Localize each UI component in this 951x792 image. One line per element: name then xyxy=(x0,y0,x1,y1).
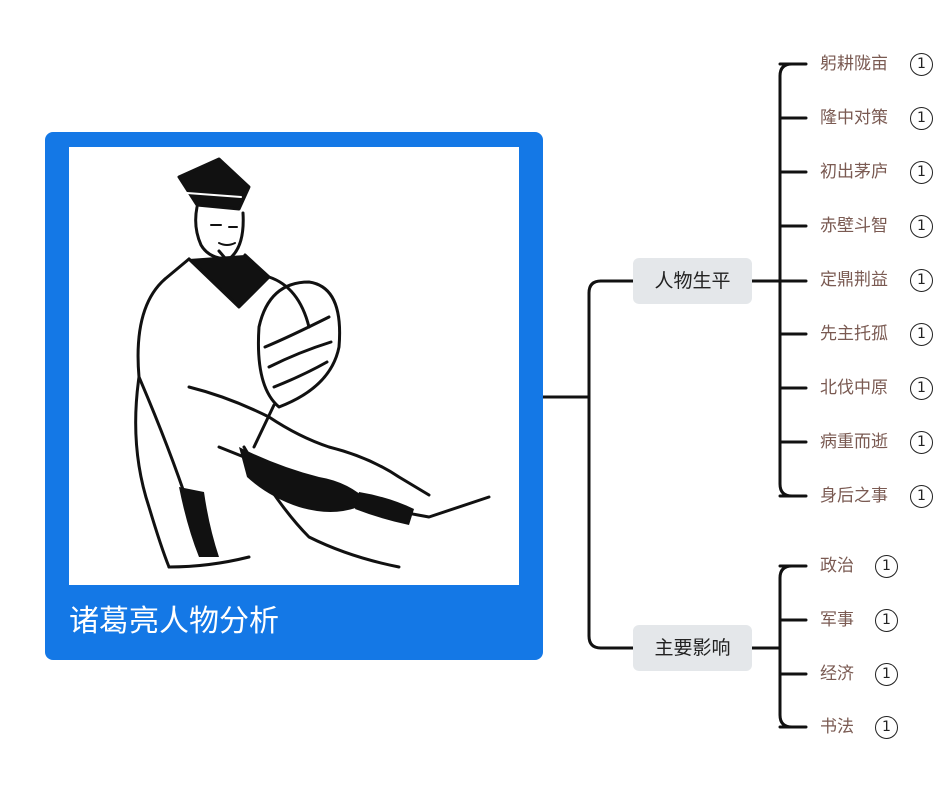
root-title: 诸葛亮人物分析 xyxy=(69,604,279,639)
connector-root-branches xyxy=(587,279,603,650)
count-badge[interactable]: 1 xyxy=(910,53,933,76)
connector-branch-2-spine xyxy=(778,564,794,729)
count-badge[interactable]: 1 xyxy=(875,609,898,632)
count-badge[interactable]: 1 xyxy=(910,323,933,346)
branch-label: 主要影响 xyxy=(654,637,731,659)
branch-label: 人物生平 xyxy=(654,270,731,292)
count-badge[interactable]: 1 xyxy=(910,161,933,184)
count-badge[interactable]: 1 xyxy=(910,107,933,130)
leaf-node[interactable]: 北伐中原 xyxy=(820,378,888,398)
count-badge[interactable]: 1 xyxy=(875,555,898,578)
branch-node-biography[interactable]: 人物生平 xyxy=(633,258,752,304)
leaf-node[interactable]: 躬耕陇亩 xyxy=(820,54,888,74)
leaf-node[interactable]: 政治 xyxy=(820,556,854,576)
portrait-image xyxy=(69,147,519,585)
leaf-node[interactable]: 身后之事 xyxy=(820,486,888,506)
count-badge[interactable]: 1 xyxy=(910,377,933,400)
leaf-node[interactable]: 初出茅庐 xyxy=(820,162,888,182)
count-badge[interactable]: 1 xyxy=(910,269,933,292)
count-badge[interactable]: 1 xyxy=(910,215,933,238)
root-node[interactable]: 诸葛亮人物分析 xyxy=(45,132,543,660)
leaf-node[interactable]: 先主托孤 xyxy=(820,324,888,344)
count-badge[interactable]: 1 xyxy=(910,431,933,454)
leaf-node[interactable]: 定鼎荆益 xyxy=(820,270,888,290)
leaf-node[interactable]: 经济 xyxy=(820,664,854,684)
leaf-node[interactable]: 赤壁斗智 xyxy=(820,216,888,236)
count-badge[interactable]: 1 xyxy=(910,485,933,508)
leaf-node[interactable]: 病重而逝 xyxy=(820,432,888,452)
leaf-node[interactable]: 军事 xyxy=(820,610,854,630)
leaf-node[interactable]: 书法 xyxy=(820,717,854,737)
branch-node-influence[interactable]: 主要影响 xyxy=(633,625,752,671)
count-badge[interactable]: 1 xyxy=(875,716,898,739)
leaf-node[interactable]: 隆中对策 xyxy=(820,108,888,128)
count-badge[interactable]: 1 xyxy=(875,663,898,686)
portrait-illustration xyxy=(134,157,491,569)
